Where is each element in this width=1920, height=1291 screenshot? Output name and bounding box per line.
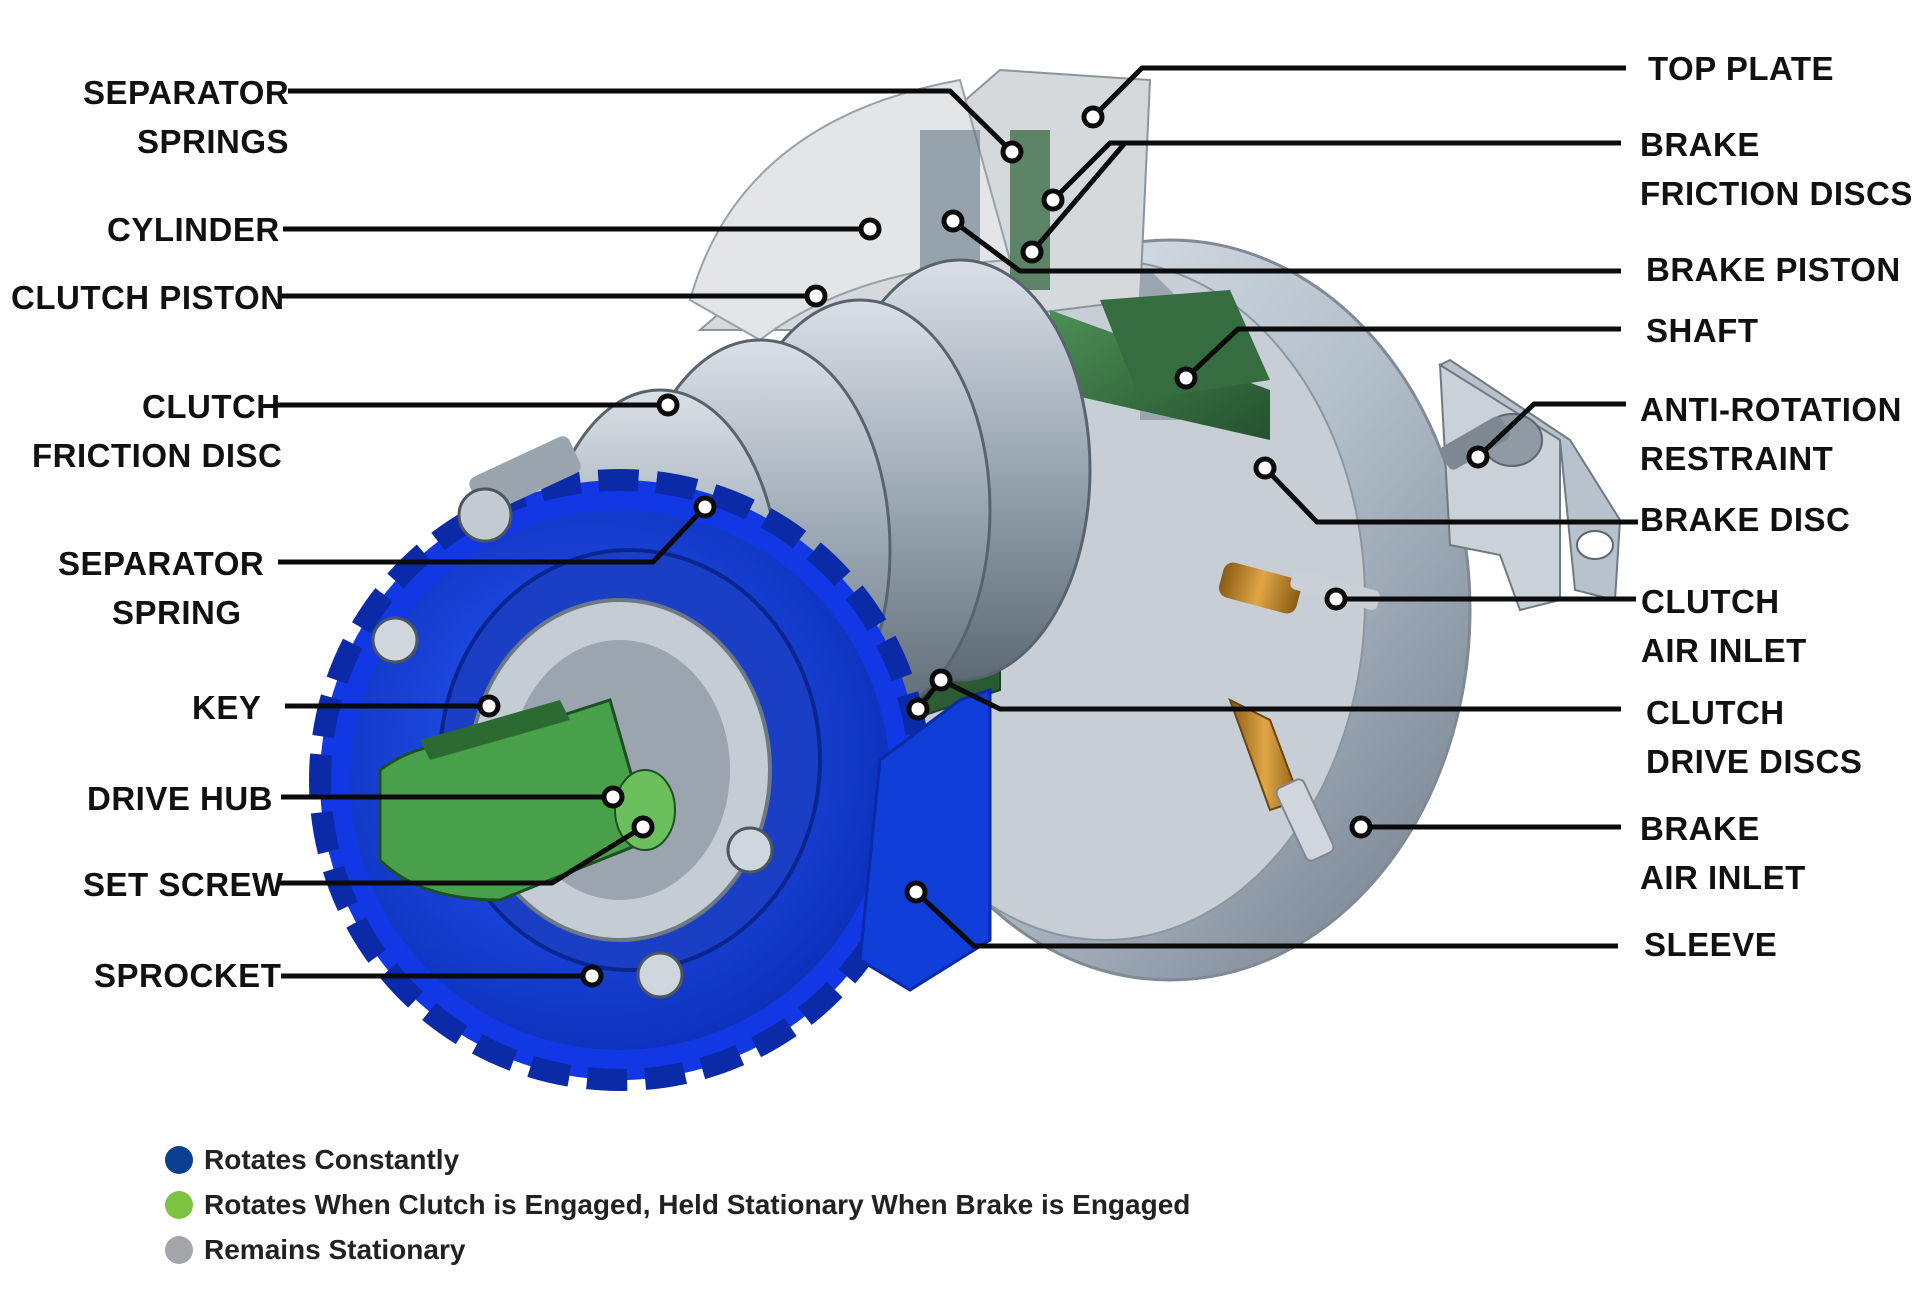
callout-dot-19: [906, 697, 930, 721]
label-shaft: SHAFT: [1646, 312, 1759, 349]
leader-brake-friction-discs-2: [1030, 140, 1621, 254]
callout-dot-10: [1081, 105, 1105, 129]
callout-dot-14: [1174, 366, 1198, 390]
leader-brake-disc: [1263, 466, 1638, 525]
air-fittings: [1218, 562, 1380, 862]
callout-dots: [477, 105, 1490, 988]
callout-dot-5: [693, 495, 717, 519]
leader-separator-springs: [288, 88, 1014, 154]
label-brake-friction-discs: BRAKE FRICTION DISCS: [1640, 126, 1913, 212]
callout-dot-18: [929, 668, 953, 692]
callout-dot-11: [1041, 188, 1065, 212]
label-clutch-piston: CLUTCH PISTON: [11, 279, 285, 316]
callout-dot-8: [631, 815, 655, 839]
label-sleeve: SLEEVE: [1644, 926, 1778, 963]
label-cylinder: CYLINDER: [107, 211, 280, 248]
callout-dot-16: [1253, 456, 1277, 480]
label-anti-rotation-restraint: ANTI-ROTATION RESTRAINT: [1640, 391, 1902, 477]
callout-dot-12: [1020, 240, 1044, 264]
leader-separator-spring: [278, 505, 707, 565]
label-set-screw: SET SCREW: [83, 866, 284, 903]
leader-set-screw: [278, 824, 645, 886]
label-separator-spring: SEPARATOR SPRING: [58, 545, 265, 631]
callout-dot-21: [904, 880, 928, 904]
label-key: KEY: [192, 689, 262, 726]
callout-dot-1: [1000, 140, 1024, 164]
label-top-plate: TOP PLATE: [1648, 50, 1835, 87]
callout-dot-17: [1324, 587, 1348, 611]
callout-dot-4: [656, 393, 680, 417]
label-clutch-air-inlet: CLUTCH AIR INLET: [1641, 583, 1807, 669]
leader-top-plate: [1091, 65, 1626, 119]
label-brake-air-inlet: BRAKE AIR INLET: [1640, 810, 1806, 896]
callout-dot-15: [1466, 445, 1490, 469]
leader-lines: [275, 65, 1638, 979]
gray-dot-icon: [165, 1236, 193, 1264]
leader-sleeve: [914, 890, 1618, 949]
leader-brake-piston: [951, 218, 1621, 274]
label-sprocket: SPROCKET: [94, 957, 282, 994]
callout-dot-7: [601, 785, 625, 809]
leader-anti-rotation-restraint: [1476, 401, 1626, 459]
leader-shaft: [1184, 326, 1621, 380]
drive-hub: [378, 698, 676, 902]
label-brake-disc: BRAKE DISC: [1640, 501, 1851, 538]
label-brake-piston: BRAKE PISTON: [1646, 251, 1901, 288]
green-dot-icon: [165, 1191, 193, 1219]
dark-blue-dot-icon: [165, 1146, 193, 1174]
label-drive-hub: DRIVE HUB: [87, 780, 274, 817]
anti-rotation-bracket: [1437, 358, 1622, 612]
callout-dot-2: [858, 217, 882, 241]
callout-dot-6: [477, 694, 501, 718]
callout-dot-20: [1349, 815, 1373, 839]
label-clutch-friction-disc: CLUTCH FRICTION DISC: [32, 388, 283, 474]
callout-dot-9: [580, 964, 604, 988]
callout-dot-13: [941, 209, 965, 233]
leader-clutch-drive-discs: [916, 677, 1621, 712]
label-clutch-drive-discs: CLUTCH DRIVE DISCS: [1646, 694, 1863, 780]
callout-dot-3: [804, 284, 828, 308]
label-separator-springs: SEPARATOR SPRINGS: [83, 74, 290, 160]
